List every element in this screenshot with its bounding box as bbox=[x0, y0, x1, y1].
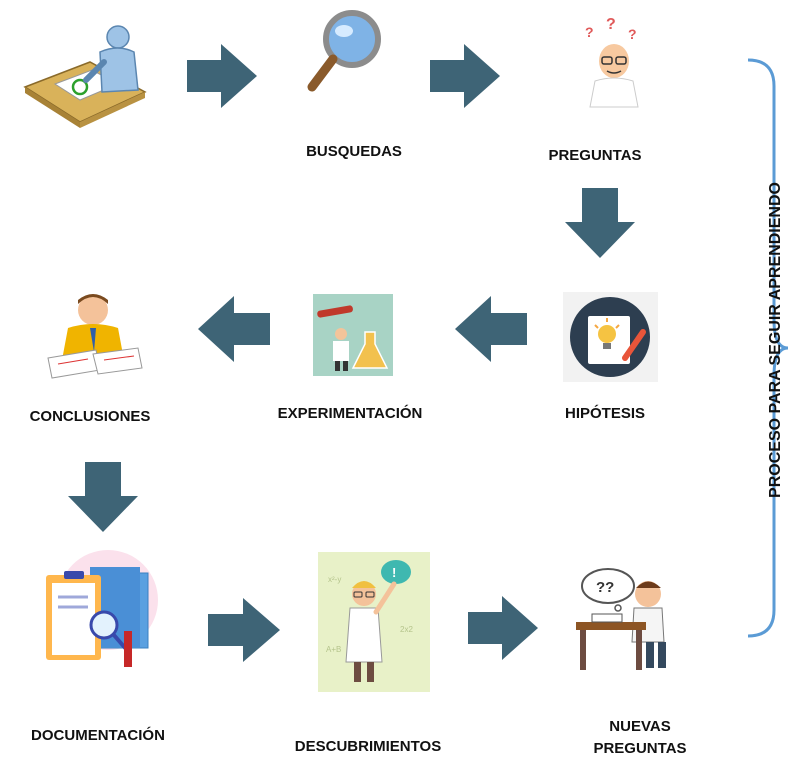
person-at-desk-icon bbox=[23, 25, 147, 128]
right-brace bbox=[748, 58, 788, 638]
arrow-down-2 bbox=[68, 462, 138, 532]
label-hipotesis: HIPÓTESIS bbox=[564, 405, 646, 422]
flask-experiment-icon bbox=[313, 294, 393, 376]
svg-text:2x2: 2x2 bbox=[400, 625, 413, 634]
student-thinking-icon: ?? bbox=[576, 568, 666, 670]
label-busquedas: BUSQUEDAS bbox=[306, 143, 402, 160]
documents-clipboard-icon bbox=[46, 550, 158, 667]
label-conclusiones: CONCLUSIONES bbox=[29, 408, 151, 425]
svg-text:?: ? bbox=[606, 16, 616, 33]
arrow-right-1 bbox=[187, 44, 257, 108]
person-reviewing-papers-icon bbox=[47, 294, 143, 379]
arrow-right-3 bbox=[208, 598, 280, 662]
arrow-left-1 bbox=[455, 296, 527, 362]
label-documentacion: DOCUMENTACIÓN bbox=[31, 727, 165, 744]
svg-text:??: ?? bbox=[596, 579, 614, 596]
questioning-scientist-icon: ? ? ? bbox=[585, 16, 639, 108]
arrow-down-1 bbox=[565, 188, 635, 258]
label-preguntas: PREGUNTAS bbox=[548, 147, 642, 164]
svg-text:?: ? bbox=[585, 24, 594, 40]
svg-text:A+B: A+B bbox=[326, 645, 341, 654]
arrow-left-2 bbox=[198, 296, 270, 362]
side-label: PROCESO PARA SEGUIR APRENDIENDO bbox=[767, 182, 784, 498]
label-nuevas-preguntas-1: NUEVAS bbox=[609, 718, 671, 735]
label-experimentacion: EXPERIMENTACIÓN bbox=[277, 405, 423, 422]
arrow-right-4 bbox=[468, 596, 538, 660]
label-nuevas-preguntas-2: PREGUNTAS bbox=[593, 740, 687, 757]
arrow-right-2 bbox=[430, 44, 500, 108]
label-descubrimientos: DESCUBRIMIENTOS bbox=[294, 738, 442, 755]
svg-text:x²-y: x²-y bbox=[328, 575, 341, 584]
magnifier-icon bbox=[307, 10, 381, 92]
scientist-discovery-icon: x²-y 2x2 A+B ! bbox=[318, 552, 430, 692]
svg-text:!: ! bbox=[392, 565, 396, 580]
lightbulb-idea-icon bbox=[563, 292, 658, 382]
svg-text:?: ? bbox=[628, 26, 637, 42]
